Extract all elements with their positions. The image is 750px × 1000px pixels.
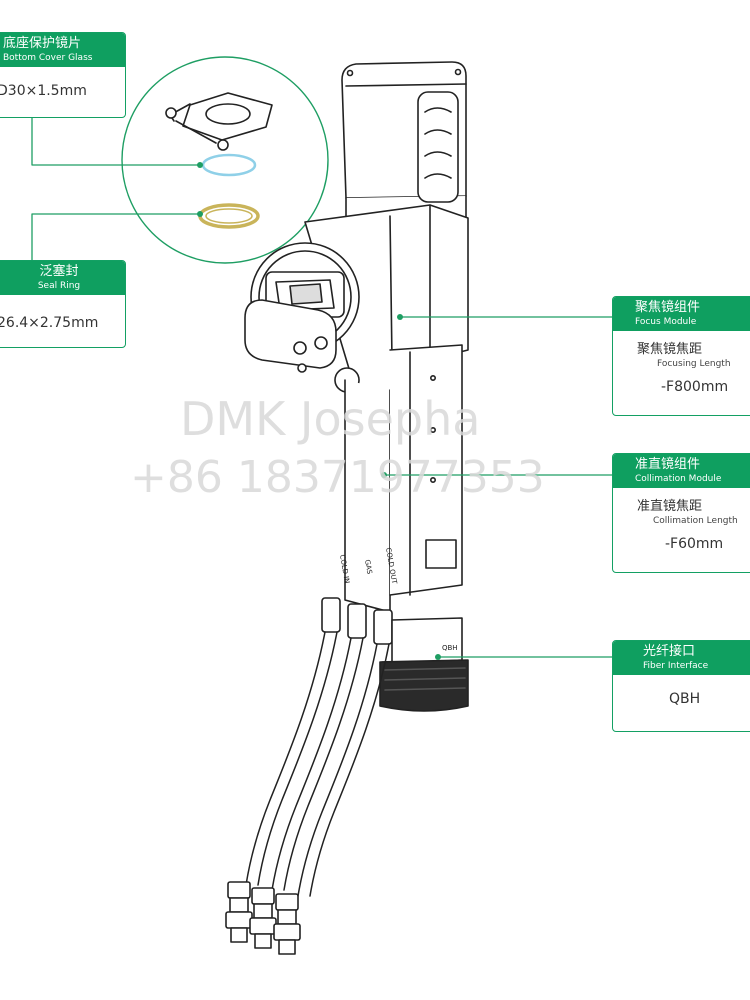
side-knob: [244, 299, 337, 373]
mark-qbh: QBH: [442, 644, 458, 652]
motor-box: [341, 61, 467, 226]
hose-fittings: [321, 597, 393, 645]
mark-gas: GAS: [363, 559, 374, 575]
zoom-circle: [121, 56, 329, 264]
collimation-tube: [344, 344, 463, 613]
hose-end-fittings: [225, 881, 301, 955]
cover-glass-en: Bottom Cover Glass: [3, 53, 93, 63]
cover-glass-holder: [165, 92, 273, 151]
collimation-module-en: Collimation Module: [635, 474, 722, 484]
seal-ring-card: 泛塞封 Seal Ring 26.4×2.75mm: [0, 260, 126, 348]
focus-length-en: Focusing Length: [657, 359, 731, 369]
focus-module-cn: 聚焦镜组件: [635, 300, 701, 315]
seal-ring-value: 26.4×2.75mm: [0, 315, 99, 331]
collimation-module-cn: 准直镜组件: [635, 457, 701, 472]
qbh-interface: [379, 617, 469, 712]
focus-length-cn: 聚焦镜焦距: [637, 342, 703, 357]
seal-ring-en: Seal Ring: [37, 281, 81, 291]
fiber-interface-cn: 光纤接口: [643, 644, 696, 659]
seal-ring-cn: 泛塞封: [39, 264, 79, 279]
fiber-interface-card: 光纤接口 Fiber Interface QBH: [612, 640, 750, 732]
cover-glass-value: D30×1.5mm: [0, 83, 87, 99]
collimation-length-en: Collimation Length: [653, 516, 738, 526]
focus-length-value: -F800mm: [661, 379, 729, 395]
collimation-module-card: 准直镜组件 Collimation Module 准直镜焦距 Collimati…: [612, 453, 750, 573]
fiber-interface-value: QBH: [669, 691, 701, 707]
leader-lines: [31, 114, 614, 658]
seal-ring-icon: [198, 203, 260, 229]
collimation-length-cn: 准直镜焦距: [637, 499, 703, 514]
cover-glass-icon: [201, 153, 257, 177]
fiber-interface-en: Fiber Interface: [643, 661, 709, 671]
cover-glass-card: 底座保护镜片 Bottom Cover Glass D30×1.5mm: [0, 32, 126, 118]
collimation-length-value: -F60mm: [665, 536, 724, 552]
focus-module-en: Focus Module: [635, 317, 697, 327]
focus-module-card: 聚焦镜组件 Focus Module 聚焦镜焦距 Focusing Length…: [612, 296, 750, 416]
water-gas-hoses: [245, 631, 390, 897]
cover-glass-cn: 底座保护镜片: [3, 36, 82, 51]
